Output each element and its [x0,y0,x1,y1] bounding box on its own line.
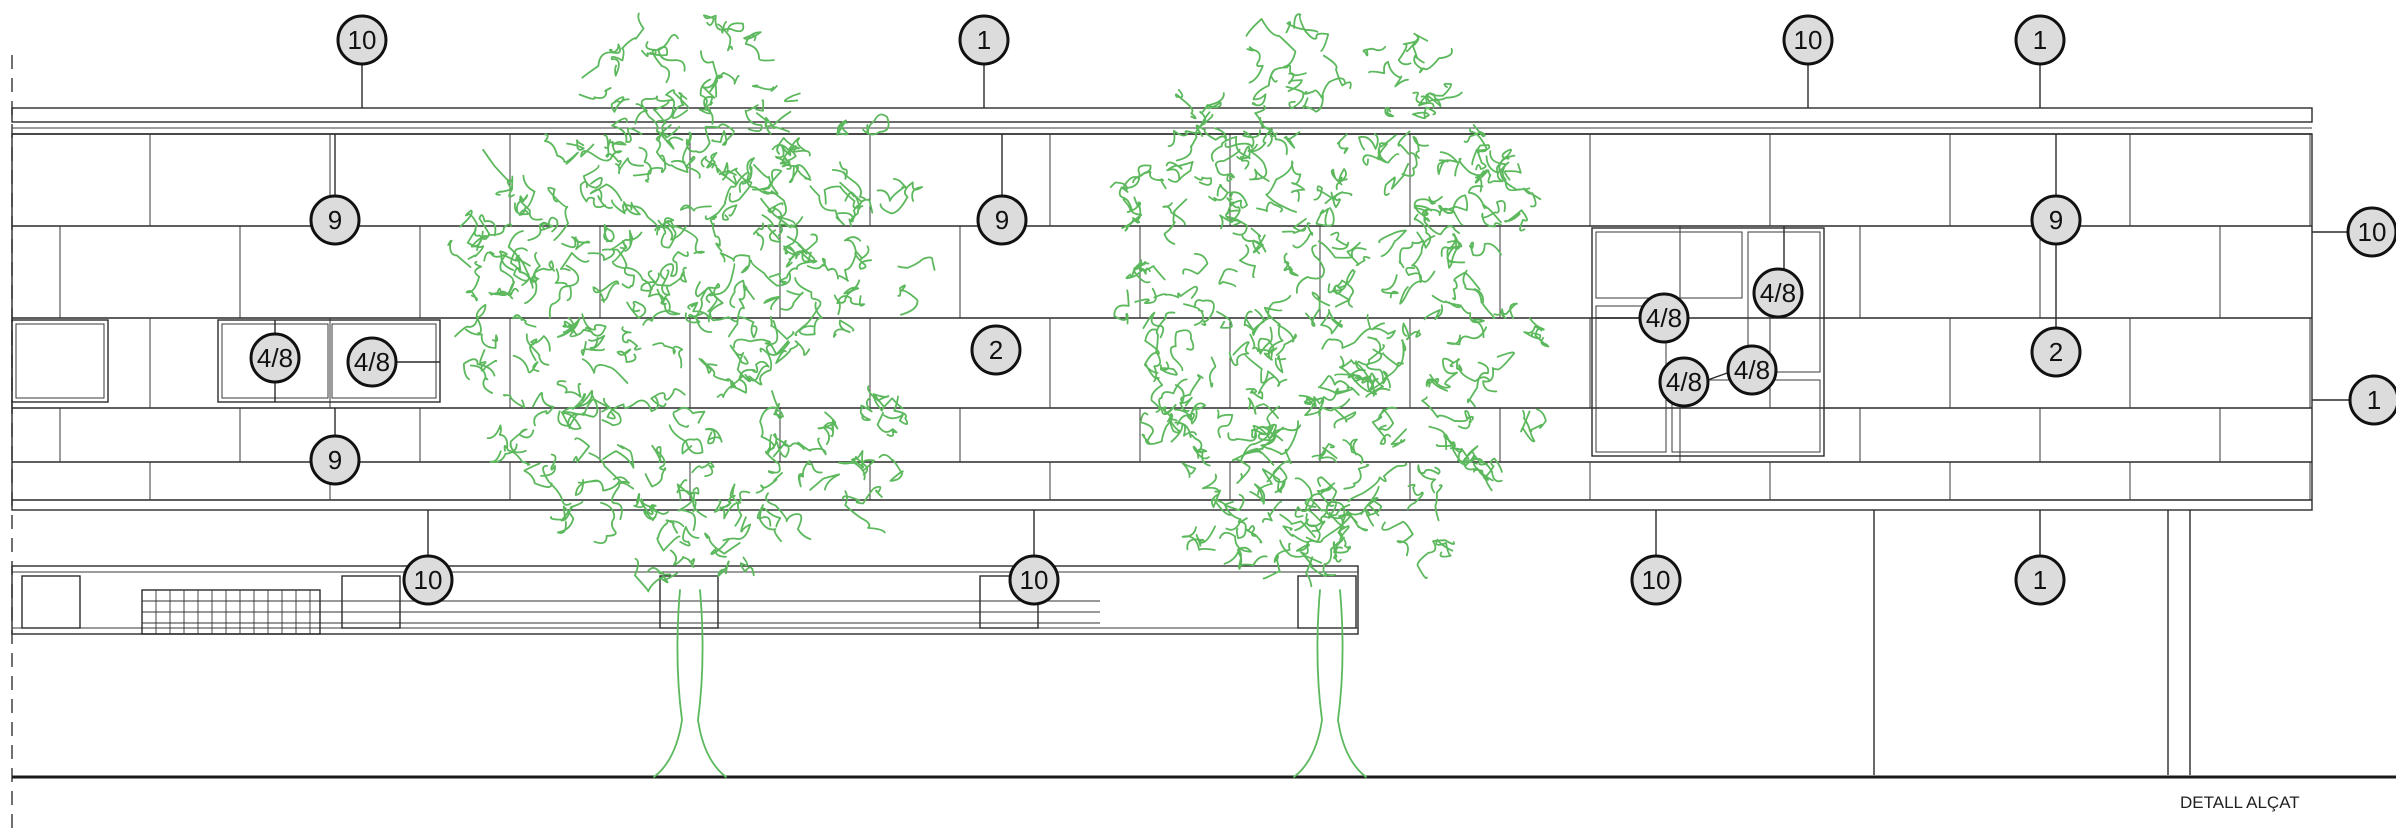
svg-text:10: 10 [1794,25,1823,55]
callout-4-8: 4/8 [1658,356,1710,408]
svg-text:4/8: 4/8 [1666,367,1702,397]
callout-10: 10 [2346,206,2396,258]
callout-10: 10 [1008,554,1060,606]
svg-text:2: 2 [2049,337,2063,367]
callout-2: 2 [2030,326,2082,378]
svg-text:1: 1 [977,25,991,55]
callout-9: 9 [976,194,1028,246]
svg-text:1: 1 [2033,25,2047,55]
tree-2 [1109,13,1550,778]
callout-4-8: 4/8 [1752,267,1804,319]
svg-text:9: 9 [328,445,342,475]
svg-text:2: 2 [989,335,1003,365]
callout-9: 9 [2030,194,2082,246]
callout-4-8: 4/8 [249,332,301,384]
callout-4-8: 4/8 [1726,344,1778,396]
callout-2: 2 [970,324,1022,376]
callout-1: 1 [958,14,1010,66]
svg-text:4/8: 4/8 [354,347,390,377]
callout-1: 1 [2014,554,2066,606]
svg-text:9: 9 [328,205,342,235]
callout-9: 9 [309,194,361,246]
lower-structure [11,510,2191,775]
svg-text:9: 9 [2049,205,2063,235]
callout-1: 1 [2014,14,2066,66]
callout-9: 9 [309,434,361,486]
svg-text:1: 1 [2367,385,2381,415]
svg-text:9: 9 [995,205,1009,235]
svg-text:10: 10 [348,25,377,55]
callout-10: 10 [402,554,454,606]
svg-text:10: 10 [414,565,443,595]
svg-text:4/8: 4/8 [1734,355,1770,385]
callout-4-8: 4/8 [1638,292,1690,344]
tree-1 [447,12,936,778]
svg-text:1: 1 [2033,565,2047,595]
roof-parapet [11,107,2313,135]
svg-text:4/8: 4/8 [1760,278,1796,308]
svg-text:4/8: 4/8 [1646,303,1682,333]
svg-text:10: 10 [1020,565,1049,595]
callout-10: 10 [1782,14,1834,66]
svg-text:4/8: 4/8 [257,343,293,373]
facade-panels [11,133,2313,511]
callout-10: 10 [336,14,388,66]
callout-1: 1 [2348,374,2396,426]
trees [447,12,1550,778]
callout-10: 10 [1630,554,1682,606]
svg-text:10: 10 [1642,565,1671,595]
svg-text:10: 10 [2358,217,2387,247]
callout-4-8: 4/8 [346,336,398,388]
drawing-caption: DETALL ALÇAT [2180,793,2300,812]
